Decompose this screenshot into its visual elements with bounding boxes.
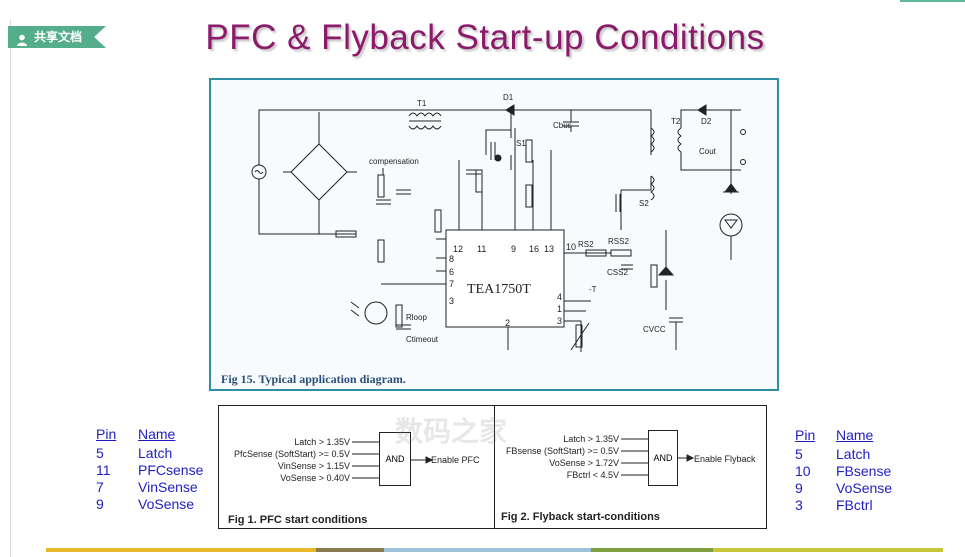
bottom-bar-segment: [384, 548, 591, 552]
pfc-pin-cell: 5: [96, 445, 104, 461]
label-ctimeout: Ctimeout: [406, 335, 439, 344]
flyback-name-cell: VoSense: [836, 480, 893, 496]
flyback-pin-cell: 5: [795, 446, 803, 462]
pfc-output: Enable PFC: [431, 455, 480, 465]
schematic: T1 D1 Cbus T2 D2 Cout S1 S2 compensation…: [251, 93, 746, 352]
diagram-caption: Fig 15. Typical application diagram.: [221, 372, 406, 386]
start-conditions-box: Latch > 1.35V PfcSense (SoftStart) >= 0.…: [218, 405, 767, 529]
pin-11: 11: [477, 244, 486, 254]
label-s2: S2: [639, 199, 649, 208]
pin-12: 12: [453, 244, 463, 254]
flyback-pin-cell: 10: [795, 463, 811, 479]
label-d1: D1: [503, 93, 514, 102]
pin-2: 2: [505, 318, 510, 328]
flyback-condition: FBsense (SoftStart) >= 0.5V: [505, 446, 619, 456]
pfc-name-cell: VinSense: [138, 479, 198, 495]
pfc-condition: Latch > 1.35V: [294, 437, 350, 447]
label-s1: S1: [516, 139, 526, 148]
flyback-pin-cell: 3: [795, 497, 803, 513]
label-cvcc: CVCC: [643, 325, 666, 334]
pin-1: 1: [557, 304, 562, 314]
pfc-condition: VinSense > 1.15V: [277, 461, 350, 471]
flyback-name-cell: Latch: [836, 446, 871, 462]
flyback-condition: FBctrl < 4.5V: [566, 470, 619, 480]
pfc-name-cell: VoSense: [138, 496, 195, 512]
flyback-output: Enable Flyback: [694, 454, 756, 464]
share-document-tag[interactable]: 共享文档: [8, 26, 106, 48]
bottom-bar-segment: [46, 548, 316, 552]
share-tag-label: 共享文档: [34, 30, 83, 44]
watermark: 数码之家: [395, 416, 508, 447]
person-icon: [16, 31, 28, 46]
label-cout: Cout: [699, 147, 717, 156]
pin-8: 8: [449, 254, 454, 264]
flyback-and-gate: AND: [648, 430, 678, 486]
label-rs2: RS2: [578, 240, 594, 249]
label-ntc: -T: [589, 285, 597, 294]
pin-9: 9: [511, 244, 516, 254]
pfc-pin-cell: 9: [96, 496, 104, 512]
top-accent-bar: [900, 0, 965, 2]
flyback-condition: VoSense > 1.72V: [549, 458, 619, 468]
flyback-caption: Fig 2. Flyback start-conditions: [501, 511, 660, 523]
pin-13: 13: [544, 244, 554, 254]
pin-6: 6: [449, 267, 454, 277]
label-css2: CSS2: [607, 268, 628, 277]
pin-3-left: 3: [449, 296, 454, 306]
pfc-and-gate-wires: [352, 441, 434, 479]
pfc-condition: PfcSense (SoftStart) >= 0.5V: [233, 449, 350, 459]
slide-title: PFC & Flyback Start-up Conditions: [205, 18, 765, 57]
pin-10: 10: [566, 242, 576, 252]
label-t2: T2: [671, 117, 681, 126]
flyback-name-cell: FBctrl: [836, 497, 873, 513]
pfc-name-cell: PFCsense: [138, 462, 204, 478]
conditions-divider: [494, 406, 495, 528]
label-rss2: RSS2: [608, 237, 629, 246]
label-d2: D2: [701, 117, 712, 126]
pfc-pin-cell: 7: [96, 479, 104, 495]
pin-3-right: 3: [557, 316, 562, 326]
pfc-pin-header: Pin: [96, 426, 117, 442]
flyback-name-header: Name: [836, 427, 874, 443]
pfc-name-cell: Latch: [138, 445, 173, 461]
pin-4: 4: [557, 292, 562, 302]
pfc-pin-table: Pin Name 5 Latch 11 PFCsense 7 VinSense …: [96, 426, 206, 516]
pfc-pin-cell: 11: [96, 462, 111, 478]
flyback-condition: Latch > 1.35V: [563, 434, 619, 444]
bottom-bar-segment: [591, 548, 713, 552]
pfc-name-header: Name: [138, 426, 176, 442]
label-cbus: Cbus: [553, 121, 572, 130]
flyback-pin-header: Pin: [795, 427, 816, 443]
bottom-bar-segment: [316, 548, 384, 552]
flyback-name-cell: FBsense: [836, 463, 892, 479]
ic-label: TEA1750T: [467, 282, 531, 297]
pin-7: 7: [449, 279, 454, 289]
pfc-condition: VoSense > 0.40V: [280, 473, 350, 483]
bottom-color-bar: [46, 548, 943, 552]
pfc-caption: Fig 1. PFC start conditions: [228, 514, 368, 526]
page-left-rule: [10, 20, 11, 557]
pfc-and-gate: AND: [379, 432, 411, 486]
pin-16: 16: [529, 244, 539, 254]
label-compensation: compensation: [369, 157, 419, 166]
bottom-bar-segment: [713, 548, 943, 552]
application-diagram: T1 D1 Cbus T2 D2 Cout S1 S2 compensation…: [209, 78, 779, 391]
flyback-pin-table: Pin Name 5 Latch 10 FBsense 9 VoSense 3 …: [795, 427, 905, 517]
label-t1: T1: [417, 99, 427, 108]
label-rloop: Rloop: [406, 313, 427, 322]
flyback-pin-cell: 9: [795, 480, 803, 496]
